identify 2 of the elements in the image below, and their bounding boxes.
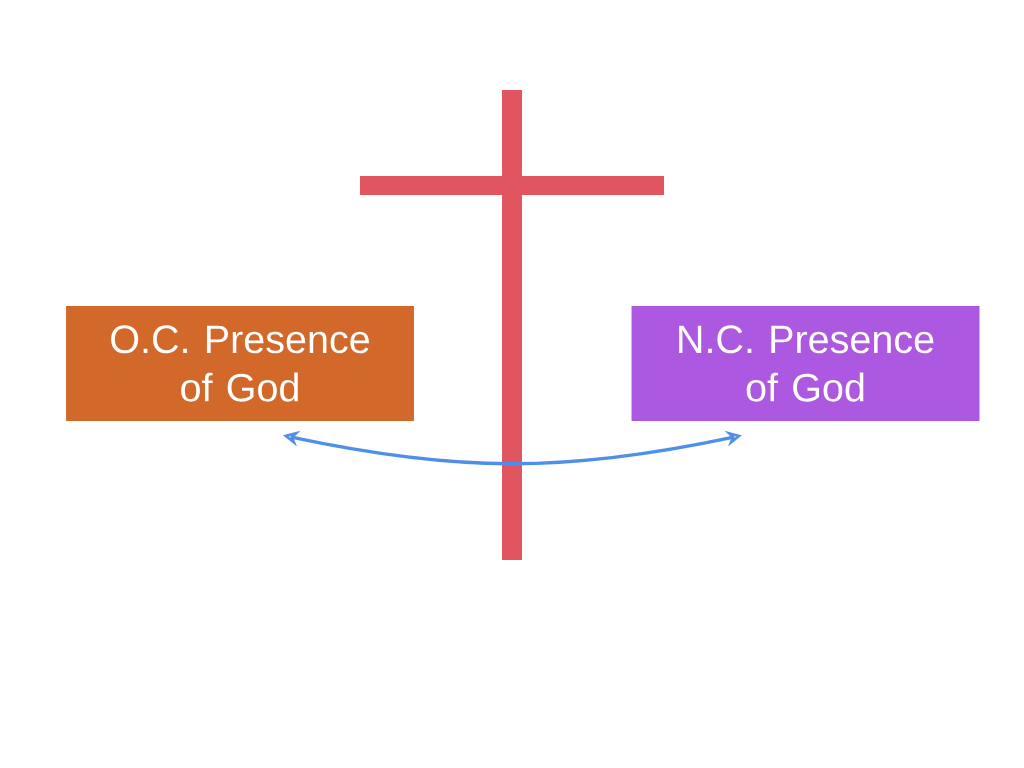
text-box: N.C. Presence of God <box>631 306 980 421</box>
text-box: O.C. Presence of God <box>66 306 414 421</box>
